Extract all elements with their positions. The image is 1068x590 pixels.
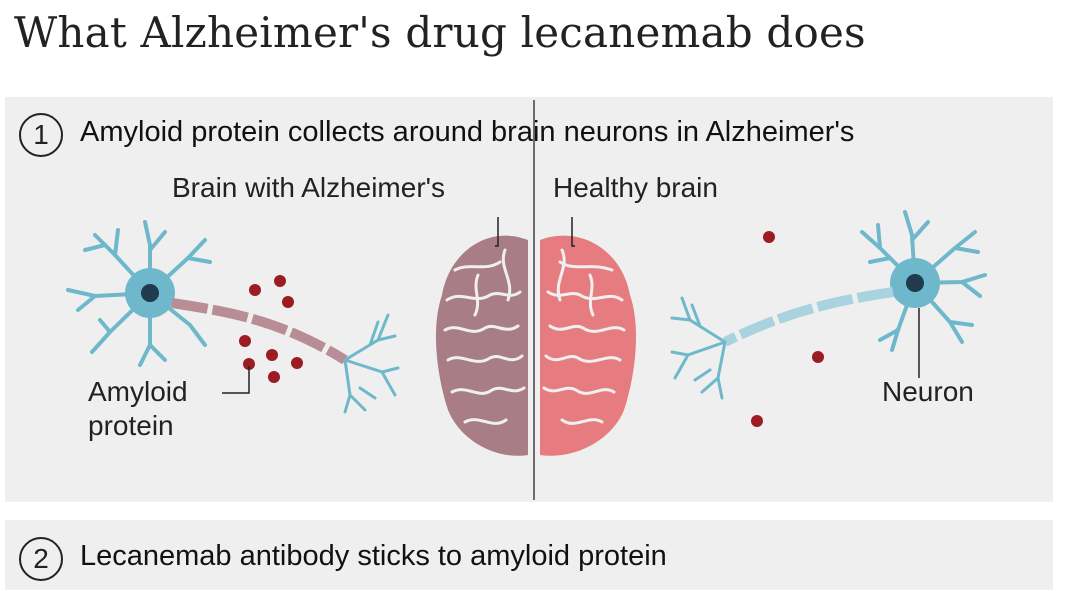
healthy-brain-hemisphere (540, 235, 637, 456)
healthy-amyloid-dots (751, 231, 824, 427)
label-alzheimers-brain: Brain with Alzheimer's (172, 172, 445, 203)
label-neuron: Neuron (882, 376, 974, 407)
label-amyloid-protein: Amyloid protein (88, 375, 188, 443)
step-2-number-text: 2 (33, 543, 49, 574)
label-healthy-brain: Healthy brain (553, 172, 718, 203)
healthy-neuron (670, 210, 987, 400)
step-2-number: 2 (19, 537, 63, 581)
step-2-panel (5, 520, 1053, 590)
step-2-title: Lecanemab antibody sticks to amyloid pro… (80, 540, 667, 572)
label-amyloid-line1: Amyloid (88, 376, 188, 407)
step-1-number: 1 (19, 113, 63, 157)
alzheimers-brain-hemisphere (435, 235, 528, 456)
healthy-neuron-nucleus (906, 274, 924, 292)
step-1-title: Amyloid protein collects around brain ne… (80, 116, 855, 148)
alzheimers-neuron-nucleus (141, 284, 159, 302)
label-amyloid-line2: protein (88, 410, 174, 441)
amyloid-deposits (239, 275, 303, 383)
alzheimers-neuron (66, 220, 400, 414)
step-1-number-text: 1 (33, 119, 49, 150)
page-title: What Alzheimer's drug lecanemab does (14, 8, 866, 57)
